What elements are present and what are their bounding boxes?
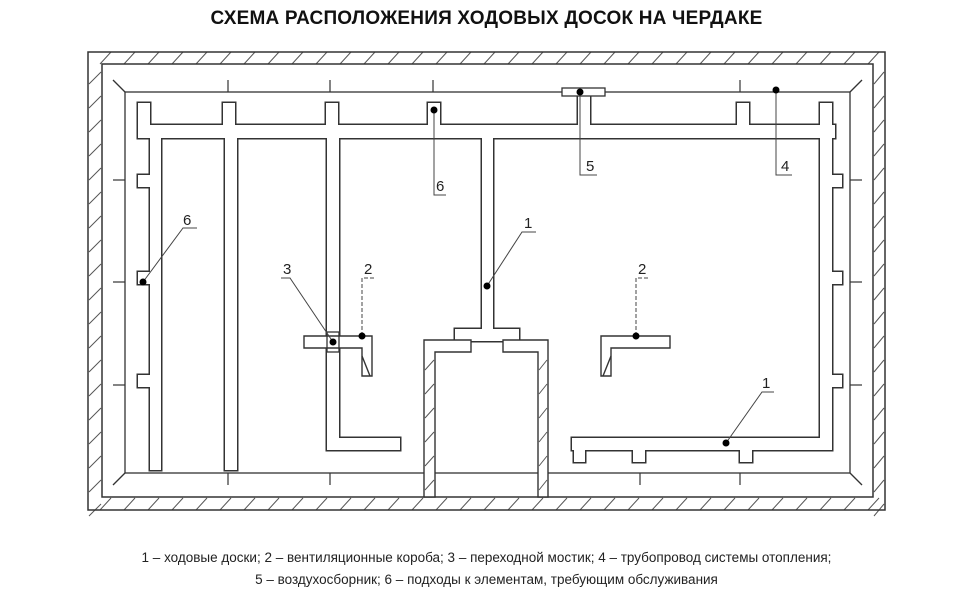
callout-2-right: 2 (638, 261, 646, 278)
wall-hatching (88, 51, 885, 517)
ventilation-ducts (303, 335, 671, 377)
walkway-boards (136, 94, 844, 472)
leaders (142, 90, 792, 444)
outer-wall (87, 51, 886, 511)
legend-line-2: 5 – воздухосборник; 6 – подходы к элемен… (255, 572, 718, 587)
callout-3: 3 (283, 261, 291, 278)
legend-line-1: 1 – ходовые доски; 2 – вентиляционные ко… (141, 550, 832, 565)
callout-1-center: 1 (524, 215, 532, 232)
callout-5: 5 (586, 158, 594, 175)
grid-ticks (113, 80, 862, 485)
duct-right (600, 335, 671, 377)
callout-6-left: 6 (183, 212, 191, 229)
diagram-title: СХЕМА РАСПОЛОЖЕНИЯ ХОДОВЫХ ДОСОК НА ЧЕРД… (210, 8, 763, 29)
callout-2-left: 2 (364, 261, 372, 278)
chimney-passage (423, 339, 549, 498)
callout-4: 4 (781, 158, 789, 175)
callout-1-bottom: 1 (762, 375, 770, 392)
callout-6-top: 6 (436, 178, 444, 195)
duct-left (303, 335, 373, 377)
transition-bridge (326, 331, 340, 353)
marker-dots (139, 86, 780, 447)
